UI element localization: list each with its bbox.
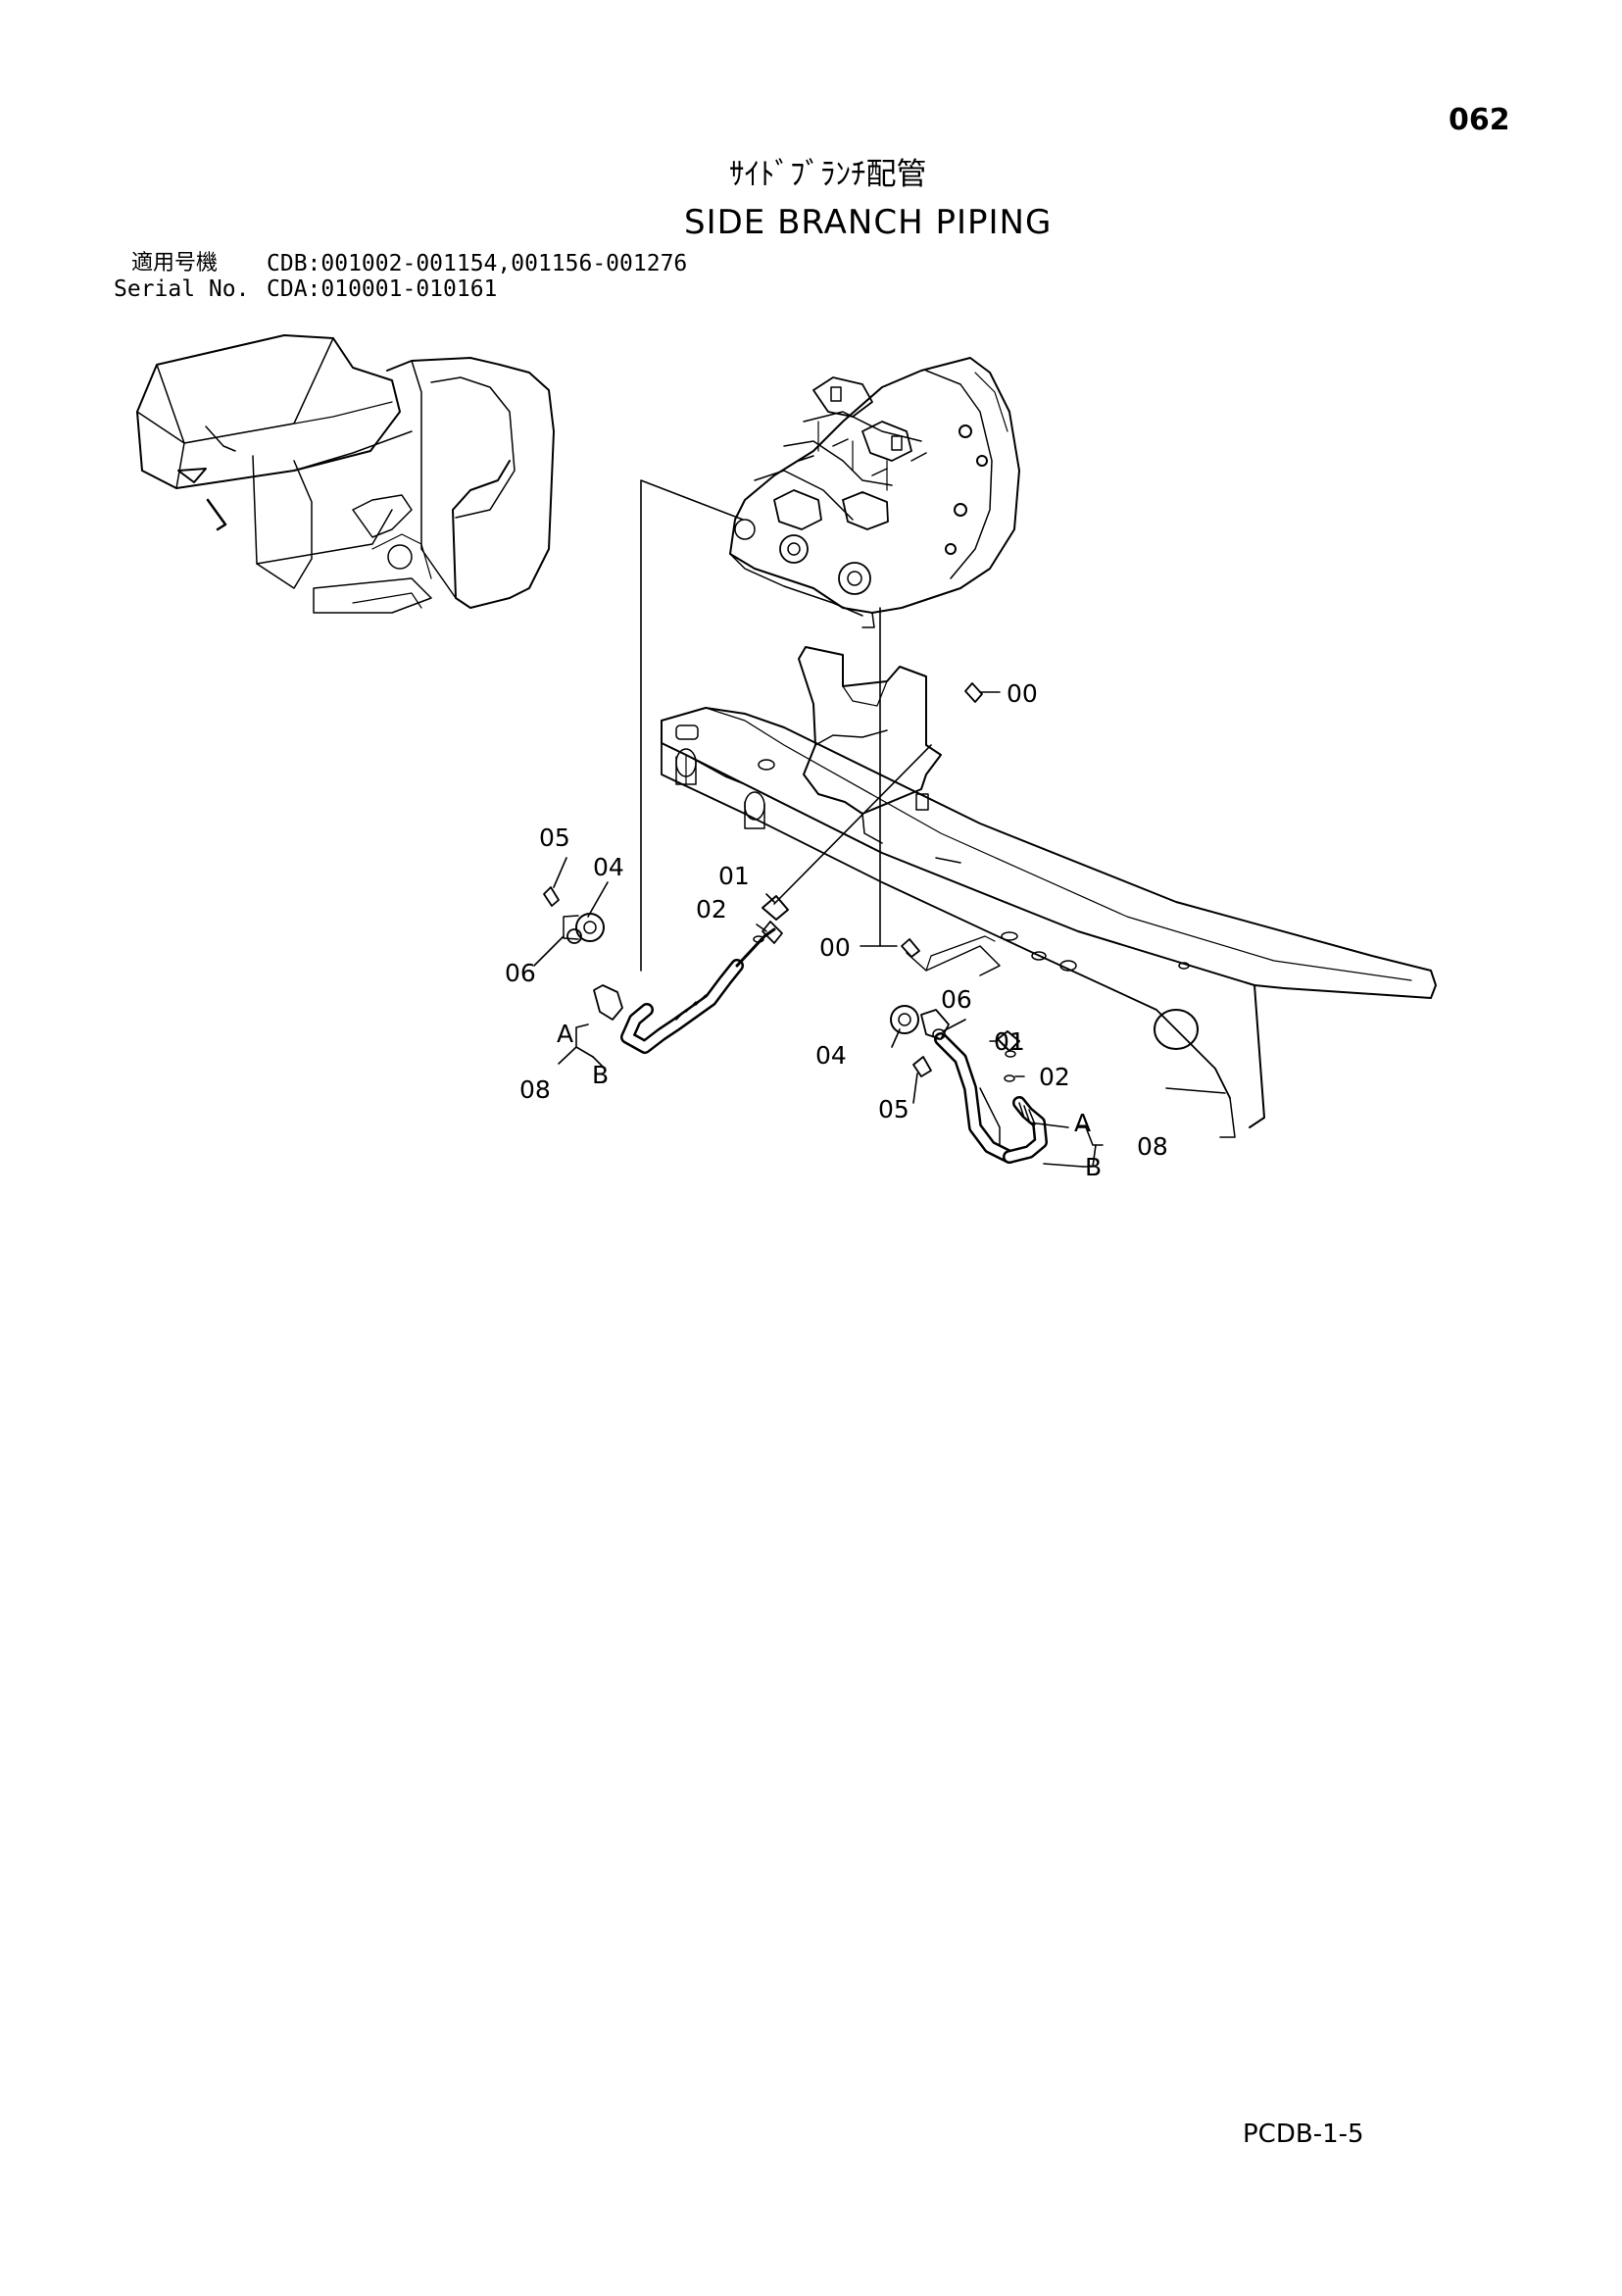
part-label: A — [1074, 1109, 1091, 1137]
part-label: 02 — [1039, 1063, 1070, 1091]
part-label: 05 — [878, 1095, 909, 1123]
part-label: 08 — [1137, 1132, 1168, 1161]
part-label: 00 — [1007, 679, 1038, 708]
part-label: 08 — [519, 1075, 551, 1104]
excavator-overview-illustration — [136, 334, 555, 614]
part-label: 00 — [819, 933, 851, 962]
serial-range-cda: CDA:010001-010161 — [267, 276, 498, 302]
part-label: 04 — [593, 853, 624, 881]
part-label: 06 — [505, 959, 536, 987]
part-label: 02 — [696, 895, 727, 923]
leader-lines — [533, 479, 1104, 1168]
page-code: PCDB-1-5 — [1243, 2120, 1364, 2149]
part-label: 04 — [815, 1041, 847, 1070]
title-english: SIDE BRANCH PIPING — [684, 203, 1053, 242]
main-frame-illustration — [661, 646, 1437, 1138]
serial-label-english: Serial No. — [114, 276, 250, 302]
part-label: 01 — [718, 862, 750, 890]
title-japanese: ｻｲﾄﾞﾌﾞﾗﾝﾁ配管 — [729, 157, 927, 192]
page-number: 062 — [1449, 103, 1510, 137]
part-label: B — [592, 1061, 609, 1089]
part-label: 06 — [941, 985, 972, 1014]
part-label: A — [557, 1020, 573, 1048]
part-label: B — [1085, 1153, 1102, 1181]
part-label: 01 — [994, 1027, 1025, 1056]
piping-and-fittings — [543, 682, 1048, 1164]
serial-label-japanese: 適用号機 — [131, 251, 219, 275]
serial-range-cdb: CDB:001002-001154,001156-001276 — [267, 251, 688, 276]
pump-assembly-illustration — [729, 357, 1020, 628]
part-label: 05 — [539, 824, 570, 852]
